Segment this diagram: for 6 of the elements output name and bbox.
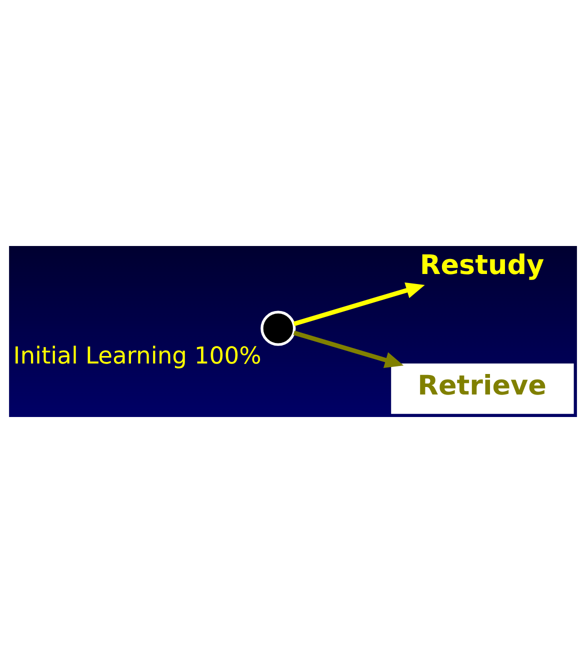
node-circle: [260, 310, 296, 346]
arrow: [293, 282, 425, 326]
node-box: Retrieve: [391, 362, 574, 414]
arrow: [293, 330, 404, 368]
node-text: Restudy: [420, 249, 544, 280]
node-label: Initial Learning 100%: [13, 340, 262, 369]
